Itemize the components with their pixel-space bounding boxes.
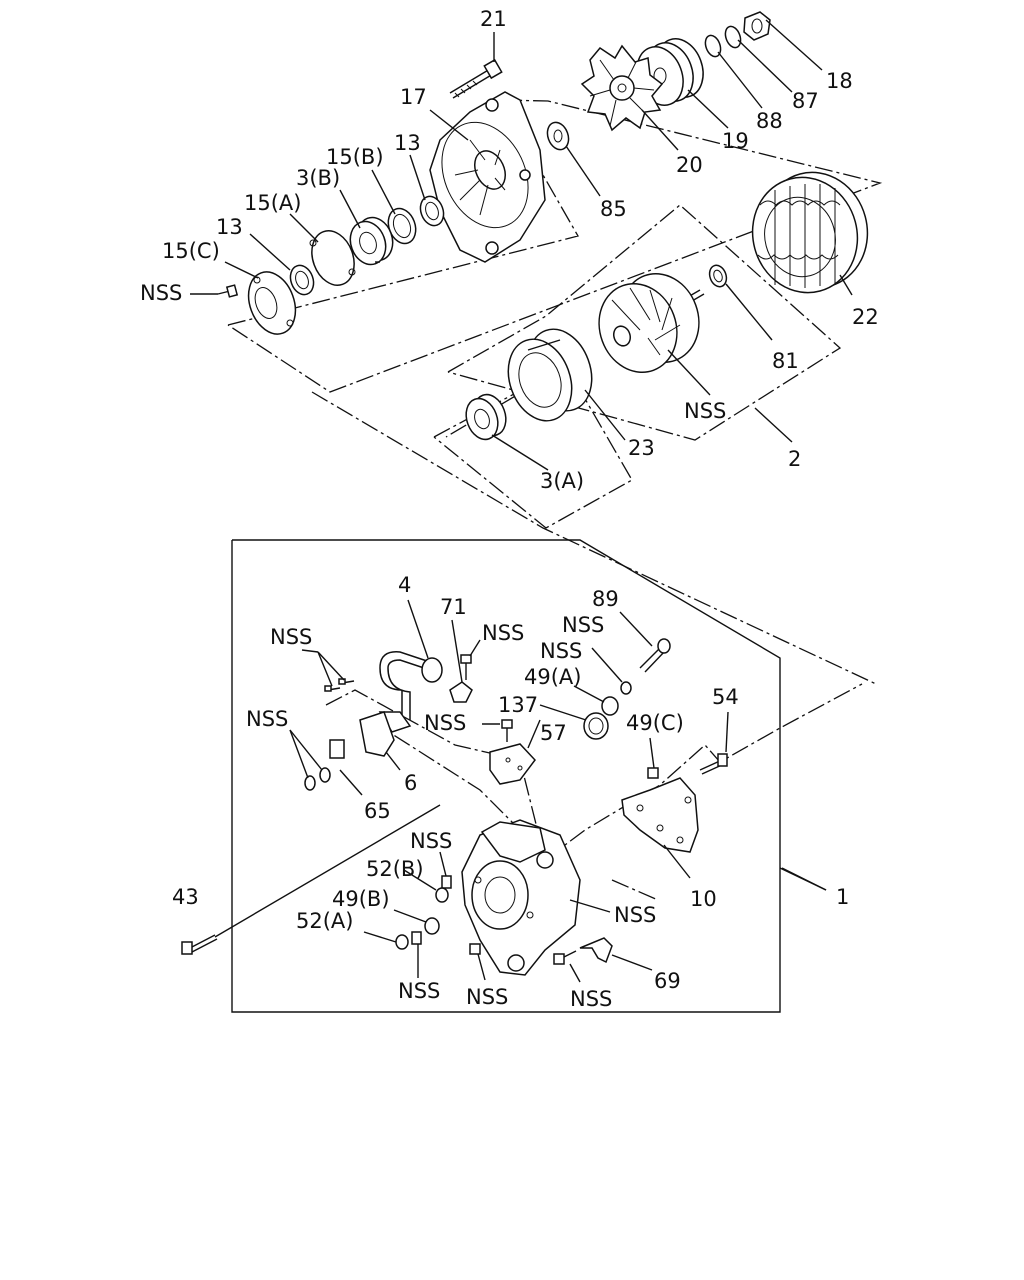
callout-69: 69: [654, 969, 681, 993]
callout-137: 137: [498, 693, 538, 717]
callout-85: 85: [600, 197, 627, 221]
washer-13-lower: [289, 264, 315, 296]
cap-nss-52a: [411, 931, 422, 945]
screw-54: [699, 753, 728, 775]
seal-52b: [435, 887, 449, 903]
callout-nss-6: NSS: [246, 707, 288, 731]
callout-49b: 49(B): [332, 887, 390, 911]
fan-20: [580, 44, 664, 132]
screw-nss-1: [217, 284, 239, 298]
screw-89: [639, 638, 671, 673]
cover-15b: [387, 207, 417, 245]
callout-3b: 3(B): [296, 166, 340, 190]
callout-18: 18: [826, 69, 853, 93]
callout-57: 57: [540, 721, 567, 745]
washer-81: [708, 264, 728, 288]
lower-leader-lines: [289, 599, 827, 983]
callout-88: 88: [756, 109, 783, 133]
callout-52a: 52(A): [296, 909, 353, 933]
washer-nss-89: [620, 681, 632, 695]
spacer-85: [546, 121, 570, 151]
callout-nss-housing: NSS: [614, 903, 656, 927]
callout-nss-89: NSS: [562, 613, 604, 637]
stator-22: [751, 171, 869, 294]
bearing-3b: [349, 216, 394, 266]
callout-89: 89: [592, 587, 619, 611]
callout-nss-49a: NSS: [540, 639, 582, 663]
bracket-69: [579, 937, 613, 964]
callout-19: 19: [722, 129, 749, 153]
seal-52a: [395, 934, 409, 950]
callout-6: 6: [404, 771, 417, 795]
callout-71: 71: [440, 595, 467, 619]
screw-nss-69: [553, 950, 577, 965]
callout-nss-137: NSS: [424, 711, 466, 735]
callout-54: 54: [712, 685, 739, 709]
callout-43: 43: [172, 885, 199, 909]
bolt-21: [449, 58, 503, 99]
cap-nss-52b: [441, 875, 452, 889]
nut-18: [743, 11, 771, 41]
bearing-3a: [465, 393, 507, 441]
plate-15a: [309, 230, 356, 286]
rotor: [598, 273, 705, 373]
callout-15b: 15(B): [326, 145, 384, 169]
retainer-15c: [247, 271, 297, 335]
washer-13-upper: [419, 195, 445, 227]
ring-137: [583, 712, 609, 740]
washer-87: [724, 25, 742, 49]
terminal-pins-nss: [324, 678, 355, 692]
callout-15c: 15(C): [162, 239, 220, 263]
callout-nss-pins: NSS: [270, 625, 312, 649]
callout-1: 1: [836, 885, 849, 909]
callout-3a: 3(A): [540, 469, 584, 493]
screw-nss-71: [460, 654, 472, 680]
rectifier-10: [621, 777, 699, 853]
callout-nss-15c-screw: NSS: [140, 281, 182, 305]
callout-65: 65: [364, 799, 391, 823]
bushing-49a: [601, 696, 619, 716]
callout-21: 21: [480, 7, 507, 31]
bracket-57: [489, 743, 536, 785]
rear-housing: [461, 819, 581, 976]
callout-15a: 15(A): [244, 191, 301, 215]
callout-49a: 49(A): [524, 665, 581, 689]
callout-10: 10: [690, 887, 717, 911]
callout-nss-52b: NSS: [410, 829, 452, 853]
callout-nss-69: NSS: [570, 987, 612, 1011]
callout-nss-rotor: NSS: [684, 399, 726, 423]
callout-nss-71: NSS: [482, 621, 524, 645]
screw-nss-bottom: [469, 943, 481, 955]
callout-nss-52a: NSS: [398, 979, 440, 1003]
callout-nss-bottom: NSS: [466, 985, 508, 1009]
callout-87: 87: [792, 89, 819, 113]
washer-65: [304, 767, 331, 791]
callout-13-lower: 13: [216, 215, 243, 239]
callout-23: 23: [628, 436, 655, 460]
callout-49c: 49(C): [626, 711, 684, 735]
callout-22: 22: [852, 305, 879, 329]
callout-labels: 21 18 17 87 88 19 13 15(B) 3(B) 20 85 15…: [140, 7, 879, 1011]
clip-71: [449, 681, 473, 703]
callout-2: 2: [788, 447, 801, 471]
callout-13-upper: 13: [394, 131, 421, 155]
callout-20: 20: [676, 153, 703, 177]
bushing-49c: [647, 767, 659, 779]
callout-4: 4: [398, 573, 411, 597]
bushing-49b: [424, 917, 440, 935]
callout-52b: 52(B): [366, 857, 424, 881]
screw-nss-137: [501, 719, 513, 742]
bolt-43: [181, 804, 441, 955]
cover-23: [507, 328, 593, 422]
upper-leader-lines: [190, 19, 853, 471]
callout-81: 81: [772, 349, 799, 373]
washer-88: [704, 34, 722, 58]
bracket-6: [329, 711, 395, 759]
front-housing-17: [429, 91, 546, 263]
callout-17: 17: [400, 85, 427, 109]
